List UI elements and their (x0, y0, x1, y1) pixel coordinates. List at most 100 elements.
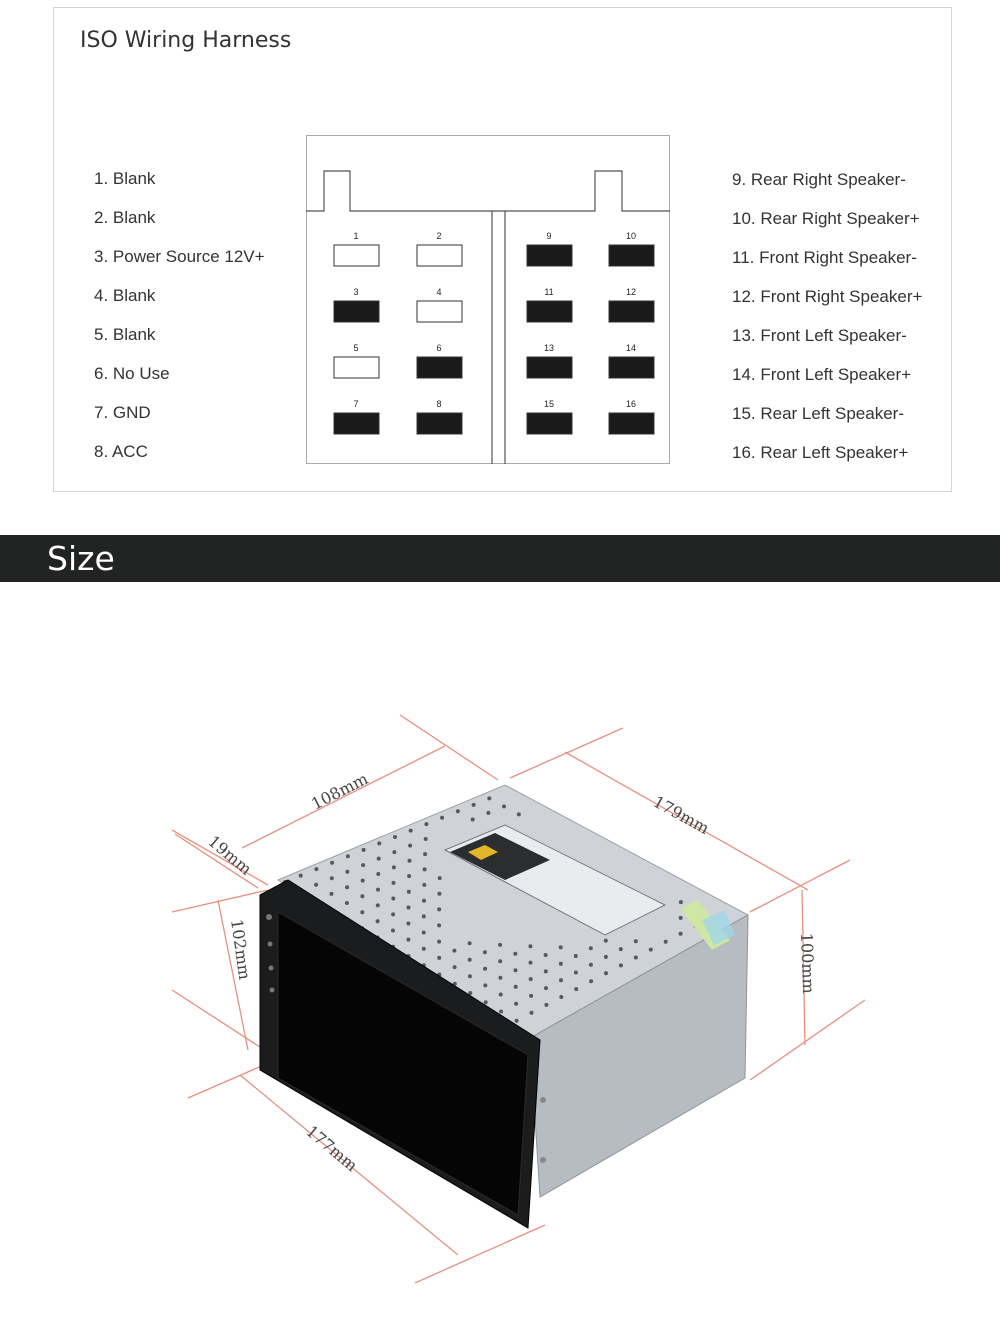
vent-hole (514, 1018, 519, 1023)
vent-hole (603, 954, 608, 959)
vent-hole (408, 843, 413, 848)
dimension-label-front-width: 177mm (302, 1122, 361, 1176)
dimension-label-side-length: 179mm (650, 792, 712, 838)
vent-hole (406, 905, 411, 910)
vent-hole (421, 946, 426, 951)
vent-hole (543, 969, 548, 974)
vent-hole (422, 898, 426, 903)
vent-hole (574, 987, 579, 992)
vent-hole (345, 854, 350, 859)
vent-hole (422, 882, 427, 887)
pin-label: 3. Power Source 12V+ (94, 247, 265, 266)
vent-hole (678, 900, 683, 905)
connector-pin-number: 13 (544, 343, 554, 353)
vent-hole (514, 1001, 519, 1006)
pin-label: 10. Rear Right Speaker+ (732, 209, 920, 228)
connector-pin-9 (526, 244, 573, 267)
vent-hole (558, 945, 563, 950)
vent-hole (483, 983, 488, 988)
pin-label: 2. Blank (94, 208, 156, 227)
vent-hole (483, 966, 488, 971)
vent-hole (498, 975, 503, 980)
vent-hole (588, 962, 593, 967)
connector-pin-16 (608, 412, 655, 435)
vent-hole (406, 937, 411, 942)
vent-hole (482, 950, 487, 955)
connector-pin-number: 4 (436, 287, 441, 297)
vent-hole (543, 953, 548, 957)
vent-hole (406, 921, 411, 926)
vent-hole (513, 984, 518, 989)
pin-label: 15. Rear Left Speaker- (732, 404, 904, 423)
connector-pin-4 (416, 300, 463, 323)
vent-hole (544, 1002, 549, 1007)
vent-hole (314, 867, 319, 872)
vent-hole (559, 978, 563, 983)
vent-hole (678, 931, 683, 936)
dimension-label-top-depth: 108mm (308, 769, 371, 814)
side-button (269, 987, 275, 993)
vent-hole (361, 863, 366, 868)
dimension-lines (171, 714, 866, 1284)
connector-pin-number: 5 (353, 343, 358, 353)
vent-hole (467, 941, 472, 946)
wiring-harness-panel: ISO Wiring Harness 1. Blank 2. Blank 3. … (53, 7, 952, 492)
vent-hole (588, 946, 593, 951)
connector-pin-5 (333, 356, 380, 379)
pin-label: 4. Blank (94, 286, 156, 305)
pin-label: 1. Blank (94, 169, 156, 188)
vent-hole (330, 860, 335, 865)
dimension-label-front-thickness: 19mm (204, 832, 255, 879)
vent-hole (452, 948, 457, 953)
connector-pin-number: 11 (544, 287, 553, 297)
connector-pin-number: 3 (353, 287, 358, 297)
vent-hole (528, 977, 533, 982)
vent-hole (528, 960, 533, 965)
vent-hole (391, 880, 396, 885)
connector-pin-number: 15 (544, 399, 554, 409)
connector-pin-8 (416, 412, 463, 435)
vent-hole (440, 815, 445, 820)
vent-hole (663, 939, 668, 944)
wire-ribbon (702, 910, 735, 945)
pin-label: 11. Front Right Speaker- (732, 248, 917, 267)
connector-pin-12 (608, 300, 655, 323)
vent-hole (360, 878, 365, 883)
vent-hole (391, 865, 396, 870)
pin-label: 14. Front Left Speaker+ (732, 365, 912, 384)
head-unit-dimension-illustration: 108mm 179mm 19mm 102mm 100mm 177mm (171, 714, 866, 1284)
vent-hole (633, 939, 638, 944)
vent-hole (529, 993, 534, 998)
vent-hole (391, 912, 396, 917)
connector-frame (306, 135, 670, 464)
connector-pin-number: 12 (626, 287, 636, 297)
connector-pin-15 (526, 412, 573, 435)
vent-hole (467, 974, 472, 979)
vent-hole (345, 885, 350, 890)
connector-pin-number: 1 (353, 231, 358, 241)
vent-hole (455, 809, 460, 814)
vent-hole (603, 938, 608, 943)
vent-hole (618, 963, 623, 968)
vent-hole (437, 891, 442, 896)
vent-hole (437, 876, 442, 881)
vent-hole (391, 896, 396, 901)
vent-hole (573, 954, 578, 958)
warning-label (468, 845, 498, 860)
dimension-label-body-height: 100mm (797, 932, 818, 994)
connector-pin-number: 6 (436, 343, 441, 353)
power-button (266, 914, 272, 920)
vent-hole (678, 915, 683, 920)
vent-hole (513, 951, 518, 956)
vent-hole (406, 889, 411, 894)
connector-pin-11 (526, 300, 573, 323)
vent-hole (423, 837, 428, 841)
vent-hole (486, 810, 491, 815)
vent-hole (375, 919, 380, 924)
vent-hole (344, 901, 349, 905)
vent-hole (648, 947, 653, 952)
vent-hole (424, 822, 429, 827)
sticker-dark-block (450, 833, 550, 880)
